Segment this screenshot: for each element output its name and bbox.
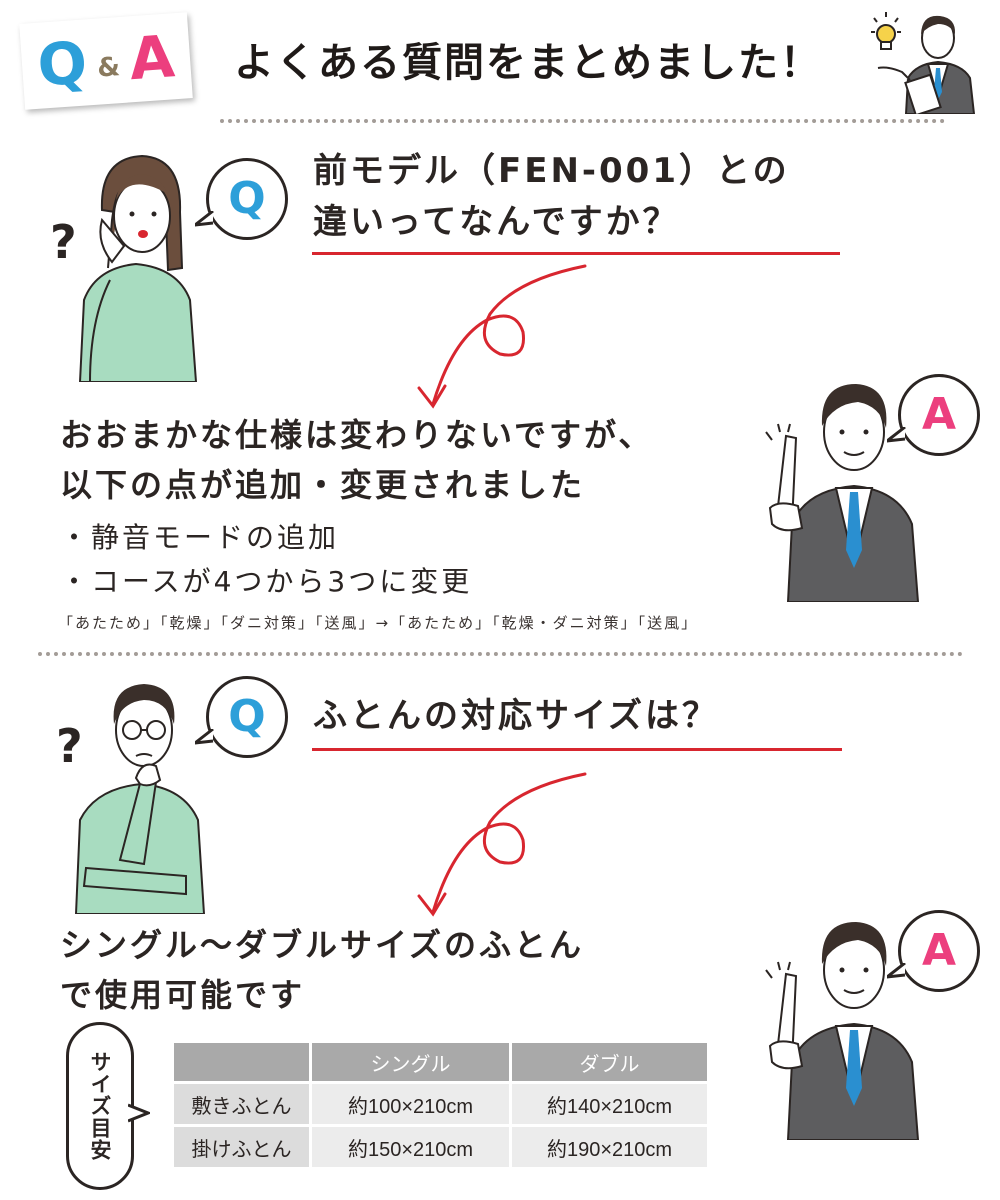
table-row-header: 敷きふとん: [174, 1081, 312, 1124]
divider-middle: [38, 652, 963, 656]
man-question-illustration: ?: [56, 684, 206, 914]
question-mark-icon: ?: [50, 215, 77, 269]
red-loop-arrow-icon: [417, 264, 587, 409]
futon-size-table: シングル ダブル 敷きふとん 約100×210cm 約140×210cm 掛けふ…: [174, 1043, 710, 1167]
question-1-line-1: 前モデル（FEN-001）との: [313, 151, 790, 191]
table-cell: 約140×210cm: [512, 1081, 710, 1124]
question-bubble: Q: [195, 676, 288, 758]
businessman-answer-illustration: [765, 384, 920, 602]
qa-badge-q: Q: [35, 28, 90, 100]
table-cell: 約150×210cm: [312, 1124, 512, 1167]
answer-2-line-2: で使用可能です: [60, 976, 306, 1014]
bubble-tail: [887, 427, 906, 443]
red-loop-arrow-icon: [417, 772, 587, 917]
table-header-corner: [174, 1043, 312, 1081]
answer-mark-a: A: [921, 925, 957, 976]
question-1-underline: [312, 252, 840, 255]
question-mark-icon: ?: [56, 719, 83, 773]
divider-top: [220, 119, 945, 123]
course-change-note: 「あたため」「乾燥」「ダニ対策」「送風」→「あたため」「乾燥・ダニ対策」「送風」: [58, 614, 699, 632]
woman-question-illustration: ?: [50, 154, 198, 382]
question-2-underline: [312, 748, 842, 751]
table-row: 敷きふとん 約100×210cm 約140×210cm: [174, 1081, 710, 1124]
answer-1-line-2: 以下の点が追加・変更されました: [60, 466, 586, 504]
answer-2-line-1: シングル～ダブルサイズのふとん: [60, 926, 585, 964]
businessman-answer-illustration: [765, 922, 920, 1140]
qa-badge-amp: &: [96, 52, 122, 84]
answer-1-bullet-1: ・静音モードの追加: [60, 521, 340, 554]
question-2-line-1: ふとんの対応サイズは？: [313, 696, 719, 736]
bubble-tail: [887, 963, 906, 979]
answer-1-line-1: おおまかな仕様は変わりないですが、: [60, 416, 654, 454]
answer-bubble: A: [887, 910, 980, 992]
table-row-header: 掛けふとん: [174, 1124, 312, 1167]
answer-mark-a: A: [921, 389, 957, 440]
table-header-single: シングル: [312, 1043, 512, 1081]
question-mark-q: Q: [228, 173, 266, 224]
answer-1-bullet-2: ・コースが4つから3つに変更: [60, 565, 473, 598]
bubble-tail: [128, 1103, 150, 1123]
bubble-tail: [195, 211, 214, 227]
table-header-row: シングル ダブル: [174, 1043, 710, 1081]
question-mark-q: Q: [228, 691, 266, 742]
table-header-double: ダブル: [512, 1043, 710, 1081]
table-row: 掛けふとん 約150×210cm 約190×210cm: [174, 1124, 710, 1167]
page-title: よくある質問をまとめました！: [234, 40, 822, 86]
answer-bubble: A: [887, 374, 980, 456]
bubble-tail: [195, 729, 214, 745]
qa-badge-a: A: [127, 22, 177, 94]
question-1-line-2: 違いってなんですか？: [313, 202, 680, 242]
header-businessman-illustration: [871, 12, 976, 114]
table-cell: 約190×210cm: [512, 1124, 710, 1167]
question-bubble: Q: [195, 158, 288, 240]
qa-badge: Q & A: [19, 12, 193, 110]
size-guide-label: サイズ目安: [66, 1022, 150, 1190]
lightbulb-icon: [871, 12, 901, 50]
table-cell: 約100×210cm: [312, 1081, 512, 1124]
size-guide-label-text: サイズ目安: [88, 1051, 112, 1161]
